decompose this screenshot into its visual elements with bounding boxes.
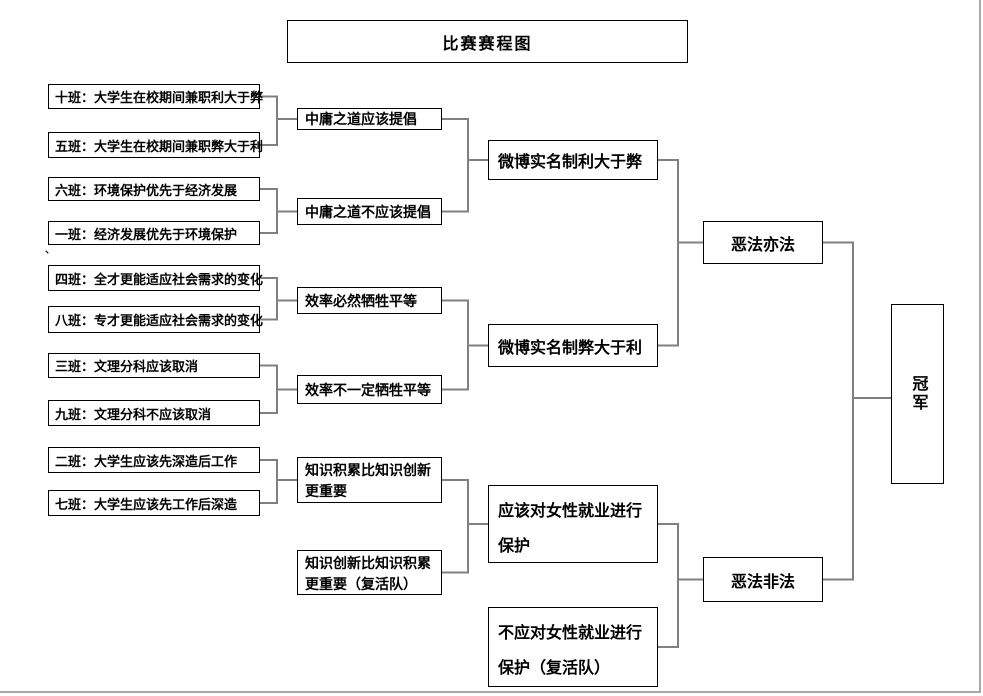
round1-box-class4: 四班：全才更能适应社会需求的变化 xyxy=(48,265,263,291)
stray-mark: 、 xyxy=(45,245,55,256)
round3-box-3: 应该对女性就业进行保护 xyxy=(488,485,658,563)
connector-round3-pair2 xyxy=(658,523,703,648)
connector-final xyxy=(823,241,891,581)
connector-round2-pair2 xyxy=(442,299,488,391)
window-bottom-edge xyxy=(0,691,981,693)
round1-box-class1: 一班：经济发展优先于环境保护 xyxy=(48,221,260,245)
round2-box-3: 效率必然牺牲平等 xyxy=(297,287,442,314)
round1-box-class6: 六班：环境保护优先于经济发展 xyxy=(48,177,260,201)
champion-box: 冠军 xyxy=(891,304,944,484)
round1-box-class7: 七班：大学生应该先工作后深造 xyxy=(48,490,260,516)
final-box-1: 恶法亦法 xyxy=(703,221,823,264)
round1-box-class5: 五班：大学生在校期间兼职弊大于利 xyxy=(48,132,263,158)
round1-box-class3: 三班：文理分科应该取消 xyxy=(48,353,260,378)
round1-box-class2: 二班：大学生应该先深造后工作 xyxy=(48,447,260,473)
connector-round2-pair3 xyxy=(442,479,488,574)
round3-box-1: 微博实名制利大于弊 xyxy=(488,140,658,180)
round2-box-5: 知识积累比知识创新更重要 xyxy=(297,457,442,503)
round1-box-class8: 八班：专才更能适应社会需求的变化 xyxy=(48,306,263,333)
round2-box-6: 知识创新比知识积累更重要（复活队） xyxy=(297,550,442,595)
final-box-2: 恶法非法 xyxy=(703,557,823,602)
round2-box-2: 中庸之道不应该提倡 xyxy=(297,198,442,225)
round2-box-4: 效率不一定牺牲平等 xyxy=(297,375,442,404)
connector-round1-pair1 xyxy=(260,95,297,146)
page-title: 比赛赛程图 xyxy=(287,20,688,63)
window-right-edge xyxy=(979,0,981,693)
connector-round1-pair2 xyxy=(260,188,297,234)
connector-round3-pair1 xyxy=(658,159,703,347)
connector-round1-pair4 xyxy=(260,364,297,414)
round1-box-class10: 十班：大学生在校期间兼职利大于弊 xyxy=(48,84,263,109)
connector-round2-pair1 xyxy=(442,118,488,213)
connector-round1-pair5 xyxy=(260,459,297,504)
round2-box-1: 中庸之道应该提倡 xyxy=(297,108,442,130)
round3-box-2: 微博实名制弊大于利 xyxy=(488,324,658,367)
round1-box-class9: 九班：文理分科不应该取消 xyxy=(48,400,260,426)
round3-box-4: 不应对女性就业进行保护（复活队） xyxy=(488,607,658,687)
connector-round1-pair3 xyxy=(260,277,297,321)
